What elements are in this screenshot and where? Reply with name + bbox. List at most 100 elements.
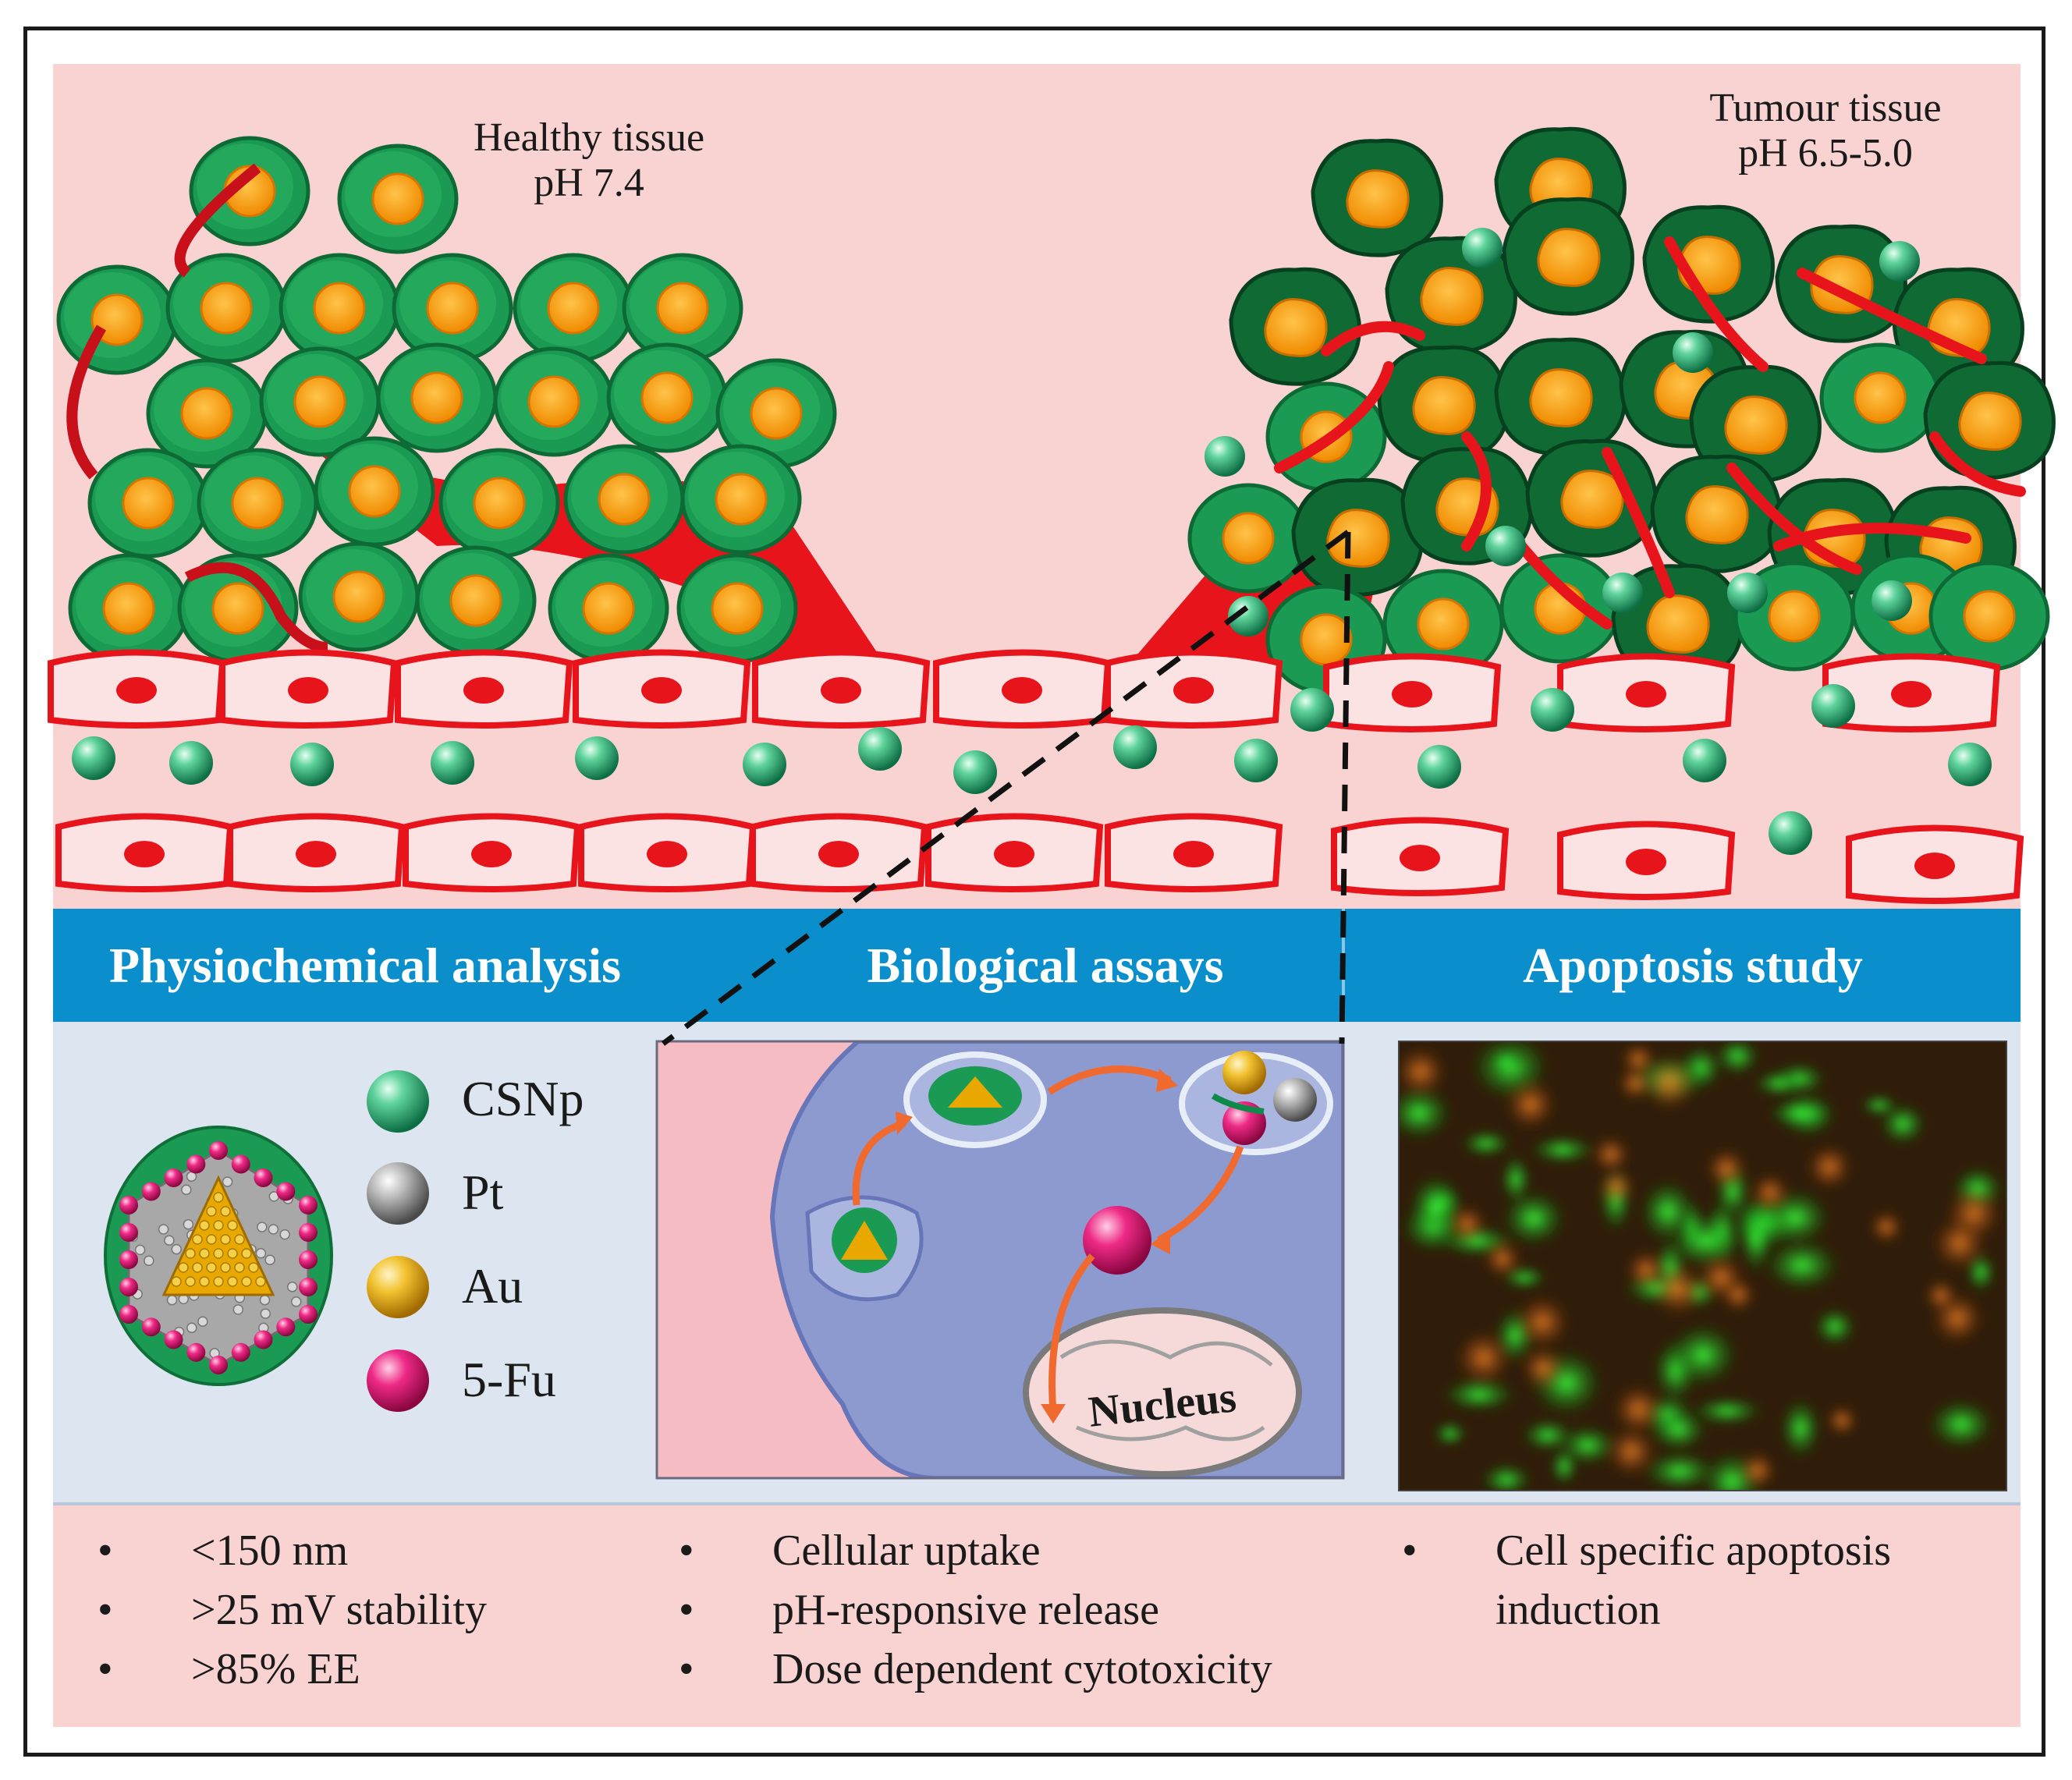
5fu-dot (119, 1223, 138, 1242)
circulating-nanoparticle (743, 743, 786, 786)
bullet-cytotoxicity: Dose dependent cytotoxicity (679, 1640, 1272, 1699)
tumour-cell (1311, 138, 1443, 257)
tumour-cell (1494, 337, 1627, 456)
circulating-nanoparticles (72, 684, 1992, 855)
healthy-capillary (184, 562, 328, 653)
tumour-capillary (1664, 236, 1769, 372)
bullets-physiochemical: <150 nm >25 mV stability >85% EE (98, 1521, 487, 1699)
tumour-capillary (1726, 463, 1862, 575)
healthy-cell (513, 253, 634, 363)
5fu-dot (276, 1317, 296, 1337)
fluorescent-green-cell (1489, 1050, 1522, 1073)
healthy-cell (337, 144, 459, 254)
tumour-capillary (1516, 541, 1613, 629)
tumour-cell (1689, 364, 1822, 484)
healthy-cell (715, 358, 837, 469)
cell-uptake-illustration (657, 1041, 1343, 1478)
bullet-apoptosis: Cell specific apoptosis (1402, 1521, 1891, 1580)
endothelial-cell (1105, 813, 1283, 892)
circulating-nanoparticle (1531, 688, 1574, 732)
fluorescent-orange-cell (1870, 1211, 1903, 1243)
tumour-nanoparticle (1205, 436, 1245, 477)
tumour-cell (1377, 345, 1510, 464)
healthy-cell (606, 342, 728, 453)
fluorescent-orange-cell (1484, 1240, 1521, 1278)
fluorescent-orange-cell (1618, 1066, 1652, 1101)
fluorescent-green-cell (1648, 1408, 1708, 1452)
circulating-nanoparticle (1683, 739, 1726, 782)
healthy-cell (376, 342, 498, 453)
fluorescent-green-cell (1754, 1070, 1804, 1097)
circulating-nanoparticle (290, 743, 334, 786)
bullet-uptake: Cellular uptake (679, 1521, 1272, 1580)
5fu-dot (164, 1330, 183, 1349)
gold-dot (255, 1276, 266, 1287)
tumour-cell (1650, 454, 1783, 573)
tumour-nanoparticle (1485, 526, 1526, 566)
gold-dot (199, 1276, 210, 1287)
silica-dot (264, 1254, 275, 1265)
healthy-capillary (66, 324, 107, 480)
healthy-cell (298, 541, 420, 652)
5fu-dot (119, 1278, 138, 1296)
gold-dot (185, 1248, 196, 1259)
healthy-cell-cluster (56, 136, 837, 664)
legend (367, 1070, 429, 1412)
gold-dot (213, 1192, 224, 1203)
gold-dot (192, 1234, 203, 1245)
fluorescent-green-cell (1879, 1103, 1926, 1145)
gold-dot (213, 1220, 224, 1231)
zoom-line-left (661, 530, 1350, 1046)
silica-dot (257, 1222, 268, 1232)
fluorescent-orange-cell (1456, 1331, 1511, 1385)
fluorescent-green-cell (1501, 1154, 1531, 1204)
tumour-cell (1892, 267, 2024, 386)
fluorescent-orange-cell (1739, 1452, 1776, 1489)
fluorescent-orange-cell (1826, 1405, 1857, 1436)
fluorescent-green-cell (1460, 1130, 1512, 1157)
fluorescent-orange-cell (1706, 1148, 1747, 1189)
tumour-cell (1502, 197, 1634, 316)
silica-dot (259, 1294, 271, 1306)
legend-label-au: Au (462, 1258, 523, 1314)
silica-dot (183, 1218, 194, 1230)
gold-dot (241, 1276, 252, 1287)
bullet-stability: >25 mV stability (98, 1580, 487, 1640)
endothelial-cell (395, 649, 573, 729)
endothelial-cell (1105, 649, 1283, 729)
5fu-dot (119, 1250, 138, 1269)
healthy-cell (87, 448, 209, 558)
5fu-dot (299, 1196, 318, 1214)
tumour-nanoparticle (1462, 228, 1503, 268)
tumour-cell (1775, 224, 1907, 343)
fluorescent-orange-cell (1399, 1047, 1446, 1097)
tumour-capillary (1797, 268, 1987, 364)
bullets-apoptosis: Cell specific apoptosis induction (1402, 1521, 1891, 1640)
tumour-cell (1525, 438, 1658, 558)
silica-dot (197, 1316, 208, 1327)
fluorescent-orange-cell (1449, 1205, 1486, 1243)
tumour-tissue-label: Tumour tissue pH 6.5-5.0 (1709, 86, 1942, 176)
endothelial-cell (48, 649, 226, 729)
5fu-dot (254, 1168, 273, 1187)
gold-dot (220, 1234, 231, 1245)
silica-dot (290, 1296, 302, 1307)
tumour-cell-round (1499, 553, 1621, 664)
circulating-nanoparticle (1234, 739, 1278, 782)
5fu-dot (141, 1182, 161, 1201)
healthy-cell (68, 553, 190, 664)
legend-label-pt: Pt (462, 1165, 504, 1220)
gold-dot (185, 1276, 196, 1287)
silica-dot (181, 1184, 192, 1196)
fluorescent-orange-cell (1751, 1173, 1790, 1212)
fluorescent-orange-cell (1932, 1292, 1983, 1344)
5fu-dot (276, 1182, 296, 1201)
tumour-cell-round (1382, 569, 1504, 679)
5fu-dot (119, 1305, 138, 1324)
gold-dot (199, 1220, 210, 1231)
circulating-nanoparticle (953, 750, 997, 794)
tumour-capillary (1602, 447, 1675, 598)
tumour-capillary (1773, 523, 1971, 551)
fluorescent-green-cell (1928, 1399, 1995, 1450)
healthy-cell (314, 436, 435, 547)
